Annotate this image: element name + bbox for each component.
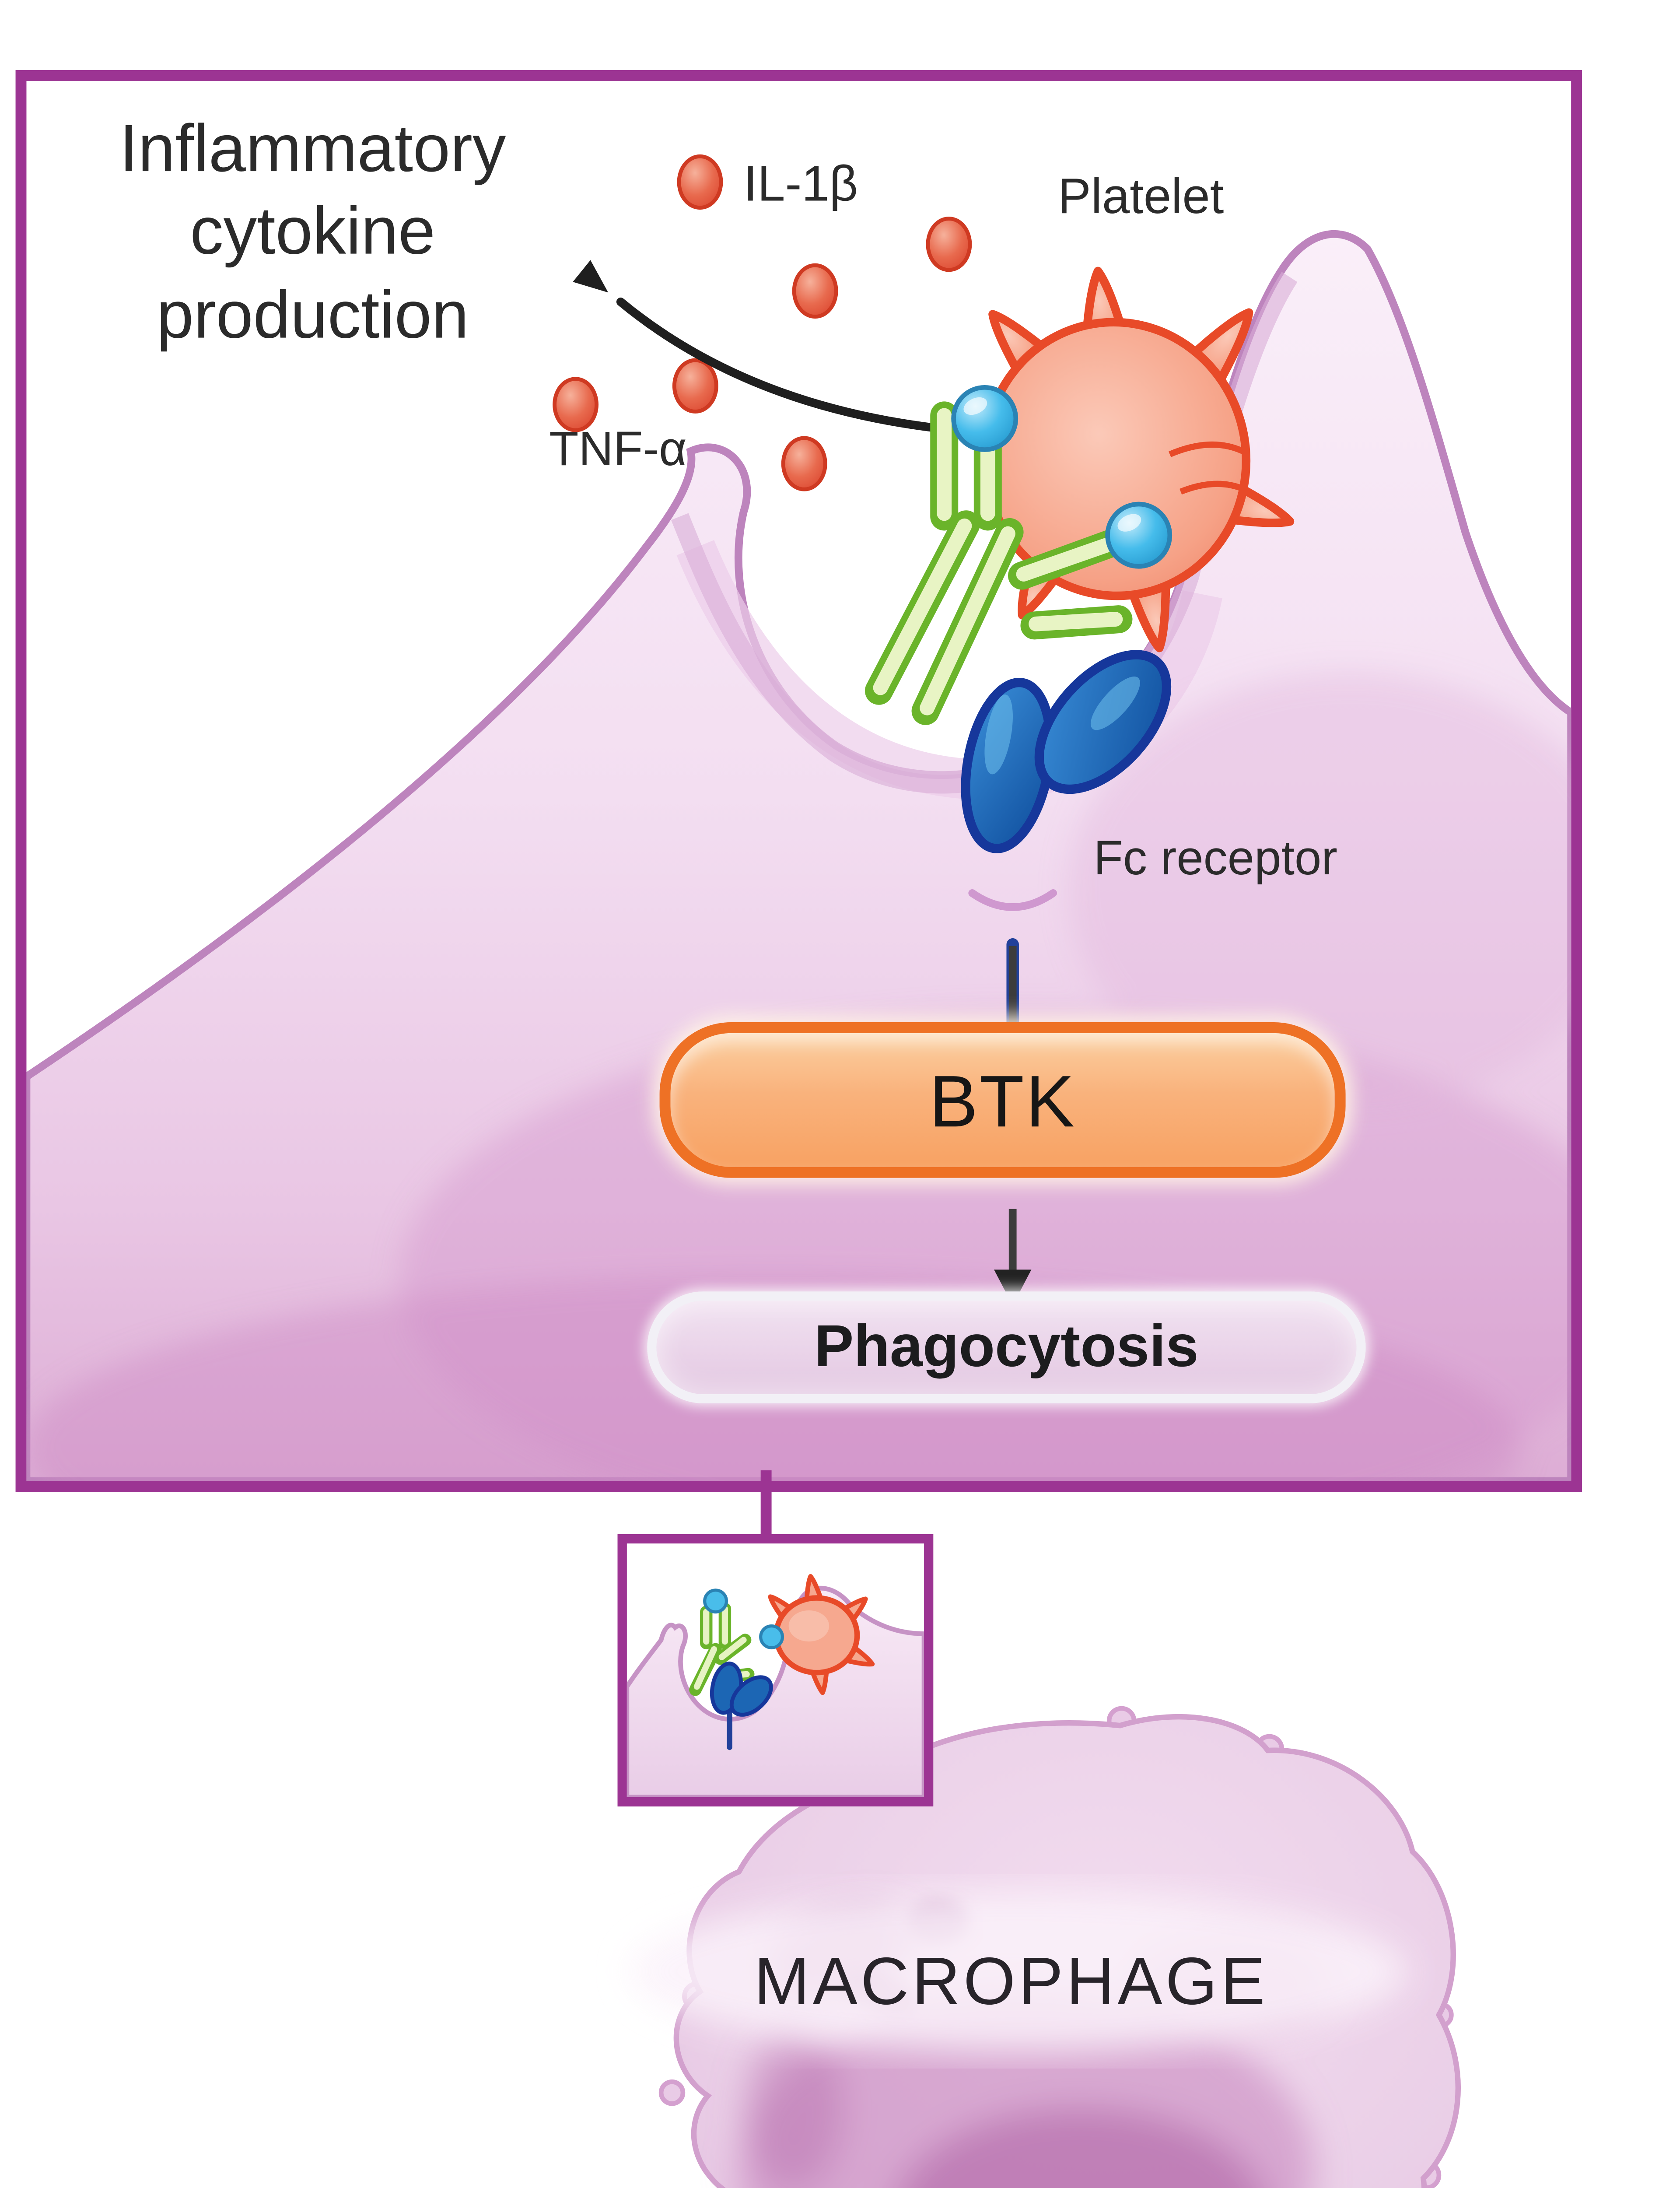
tnfa-label: TNF-α xyxy=(549,421,687,477)
macrophage-label: MACROPHAGE xyxy=(754,1945,1268,2020)
macrophage-cell-graphic xyxy=(630,1706,1461,2188)
cytokine-dot xyxy=(677,154,723,210)
inflammatory-cytokine-label: Inflammatory cytokine production xyxy=(119,112,506,353)
inset-antigen-sphere xyxy=(703,1588,784,1649)
cytokine-dot xyxy=(926,217,972,272)
btk-node-label: BTK xyxy=(929,1059,1076,1142)
il1b-label: IL-1β xyxy=(743,155,858,212)
inset-fc-receptor-graphic xyxy=(710,1662,773,1750)
platelet-graphic xyxy=(980,266,1295,652)
inset-macrophage-membrane xyxy=(624,1586,927,1800)
cytokine-release-arrow xyxy=(573,260,939,432)
inset-platelet-graphic xyxy=(768,1574,875,1695)
inset-scene-graphic xyxy=(624,1574,927,1800)
cytokine-dot xyxy=(553,377,599,432)
antigen-sphere xyxy=(951,385,1172,569)
cytokine-dots xyxy=(553,154,972,491)
phagocytosis-node: Phagocytosis xyxy=(647,1291,1366,1404)
cytokine-dot xyxy=(792,263,838,319)
platelet-label: Platelet xyxy=(1057,168,1224,224)
zoom-connector-line xyxy=(760,1470,772,1537)
cytokine-dot xyxy=(781,436,827,491)
flow-arrow-btk-phagocytosis xyxy=(994,1209,1032,1306)
fc-receptor-label: Fc receptor xyxy=(1093,831,1338,886)
phagocytosis-node-label: Phagocytosis xyxy=(814,1314,1199,1380)
zoom-source-box xyxy=(617,1534,934,1807)
antibody-graphic xyxy=(864,398,1139,725)
btk-node: BTK xyxy=(659,1022,1346,1178)
cytokine-dot xyxy=(672,358,718,414)
